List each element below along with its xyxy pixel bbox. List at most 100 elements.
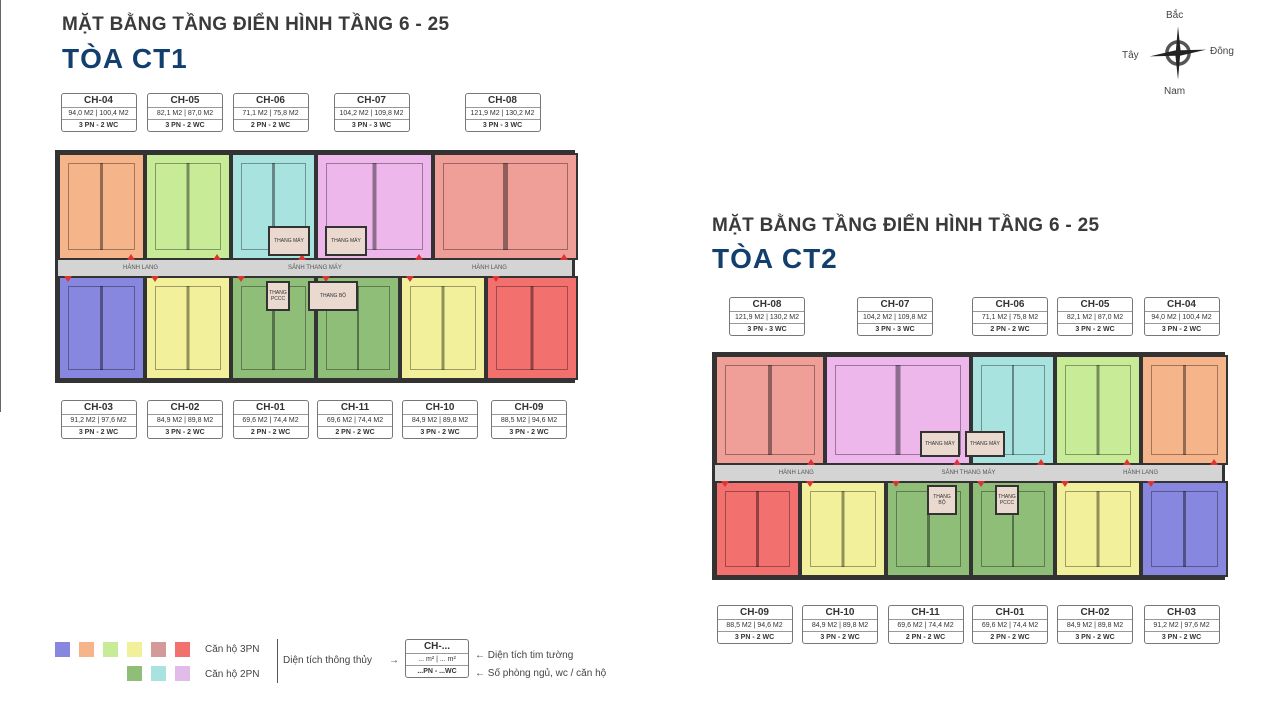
unit-area: 94,0 M2 | 100,4 M2 xyxy=(1144,312,1219,324)
legend-2pn-label: Căn hộ 2PN xyxy=(205,669,260,680)
label-leader xyxy=(0,68,1,85)
unit-code: CH-11 xyxy=(318,401,392,415)
door-marker xyxy=(213,254,221,260)
core-room: THANG MÁY xyxy=(325,226,367,256)
unit-area: 104,2 M2 | 109,8 M2 xyxy=(334,108,409,120)
unit-rooms: 3 PN - 2 WC xyxy=(1075,326,1115,333)
core-room: THANG BỘ xyxy=(927,485,957,515)
unit-rooms: 2 PN - 2 WC xyxy=(250,122,291,129)
unit-rooms: 3 PN - 2 WC xyxy=(1161,326,1202,333)
unit-code: CH-01 xyxy=(973,606,1047,620)
unit-code: CH-07 xyxy=(334,94,409,108)
unit-code: CH-04 xyxy=(61,94,136,108)
apartment-ch-09 xyxy=(486,276,578,380)
label-leader xyxy=(0,337,1,362)
unit-rooms: 2 PN - 2 WC xyxy=(250,429,291,436)
label-leader xyxy=(0,187,1,202)
legend-swatch-2pn xyxy=(127,666,142,681)
unit-area: 121,9 M2 | 130,2 M2 xyxy=(465,108,540,120)
ct1-heading: MẶT BẰNG TẦNG ĐIỂN HÌNH TẦNG 6 - 25 xyxy=(62,14,450,35)
label-leader xyxy=(0,51,1,68)
label-leader xyxy=(0,262,1,287)
label-leader xyxy=(0,153,1,170)
compass-south: Nam xyxy=(1164,86,1186,97)
door-marker xyxy=(1210,459,1218,465)
corridor-label: HÀNH LANG xyxy=(471,265,507,271)
label-leader xyxy=(0,85,1,102)
unit-area: 84,9 M2 | 89,8 M2 xyxy=(148,415,222,427)
unit-area: 69,6 M2 | 74,4 M2 xyxy=(888,620,963,632)
label-leader xyxy=(0,287,1,312)
core-room: THANG MÁY xyxy=(268,226,310,256)
label-leader xyxy=(0,170,1,187)
unit-rooms: 3 PN - 2 WC xyxy=(509,429,549,436)
door-marker xyxy=(322,276,330,282)
unit-area: 94,0 M2 | 100,4 M2 xyxy=(61,108,136,120)
apartment-ch-05 xyxy=(1055,355,1141,465)
unit-rooms: 3 PN - 2 WC xyxy=(165,122,205,129)
legend-swatch-3pn xyxy=(151,642,166,657)
rooms-desc-text: Số phòng ngủ, wc / căn hộ xyxy=(487,668,607,679)
unit-rooms: 3 PN - 2 WC xyxy=(165,429,205,436)
apartment-ch-08 xyxy=(715,355,825,465)
unit-rooms: 3 PN - 3 WC xyxy=(482,122,523,129)
apartment-ch-10 xyxy=(400,276,486,380)
unit-code: CH-09 xyxy=(492,401,566,415)
unit-code: CH-04 xyxy=(1144,298,1219,312)
core-room: THANG MÁY xyxy=(965,431,1005,457)
core-room: THANG PCCC xyxy=(266,281,290,311)
unit-rooms: 3 PN - 3 WC xyxy=(351,122,392,129)
legend-swatch-2pn xyxy=(151,666,166,681)
door-marker xyxy=(953,459,961,465)
apartment-ch-03 xyxy=(1141,481,1228,577)
apartment-ch-08 xyxy=(433,153,578,260)
unit-rooms: 3 PN - 2 WC xyxy=(78,122,119,129)
unit-code: CH-07 xyxy=(858,298,932,312)
door-marker xyxy=(892,481,900,487)
label-leader xyxy=(0,34,1,51)
unit-rooms: 2 PN - 2 WC xyxy=(990,326,1030,333)
apartment-ch-02 xyxy=(145,276,231,380)
unit-code: CH-10 xyxy=(403,401,477,415)
unit-rooms: 3 PN - 2 WC xyxy=(78,429,119,436)
unit-code: CH-03 xyxy=(1144,606,1219,620)
label-leader xyxy=(0,247,1,262)
door-marker xyxy=(64,276,72,282)
core-room: THANG PCCC xyxy=(995,485,1019,515)
door-marker xyxy=(807,459,815,465)
door-marker xyxy=(1037,459,1045,465)
legend-swatch-3pn xyxy=(79,642,94,657)
core-room: THANG MÁY xyxy=(920,431,960,457)
unit-area: 69,6 M2 | 74,4 M2 xyxy=(973,620,1047,632)
label-leader xyxy=(0,102,1,119)
unit-code: CH-03 xyxy=(61,401,136,415)
unit-code: CH-06 xyxy=(973,298,1047,312)
unit-area: 82,1 M2 | 87,0 M2 xyxy=(148,108,222,120)
door-marker xyxy=(127,254,135,260)
unit-area: 91,2 M2 | 97,6 M2 xyxy=(1144,620,1219,632)
sample-code: CH-... xyxy=(406,640,468,654)
ct1-building-title: TÒA CT1 xyxy=(62,43,188,74)
legend-swatch-3pn xyxy=(103,642,118,657)
label-leader xyxy=(0,17,1,34)
door-marker xyxy=(492,276,500,282)
label-leader xyxy=(0,136,1,153)
door-marker xyxy=(721,481,729,487)
compass-west: Tây xyxy=(1122,50,1139,61)
legend-net-area: Diện tích thông thủy xyxy=(283,655,372,666)
